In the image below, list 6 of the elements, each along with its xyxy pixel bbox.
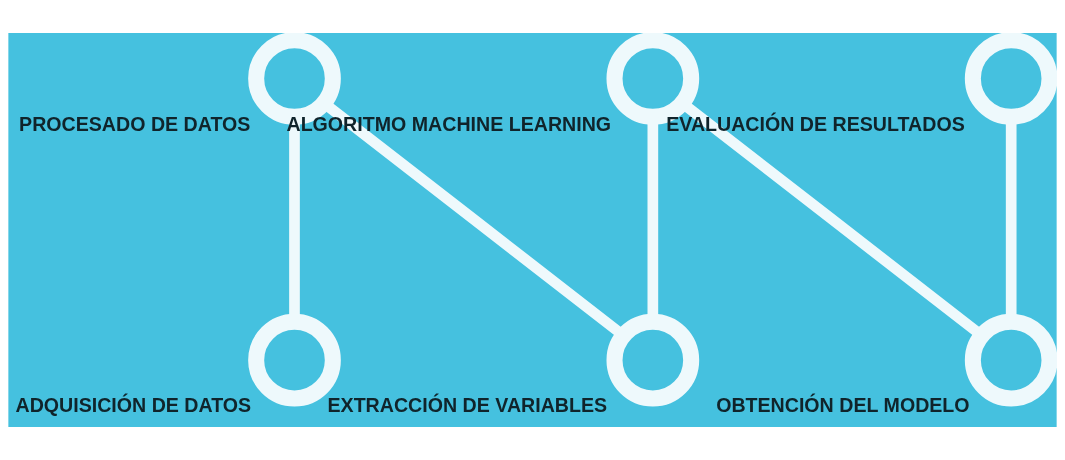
node-circle xyxy=(964,33,1057,125)
node-circle xyxy=(606,313,700,407)
node-label: OBTENCIÓN DEL MODELO xyxy=(716,394,970,417)
node-label: ADQUISICIÓN DE DATOS xyxy=(15,394,252,417)
node-label: PROCESADO DE DATOS xyxy=(19,112,251,135)
node-label: EXTRACCIÓN DE VARIABLES xyxy=(327,394,608,417)
